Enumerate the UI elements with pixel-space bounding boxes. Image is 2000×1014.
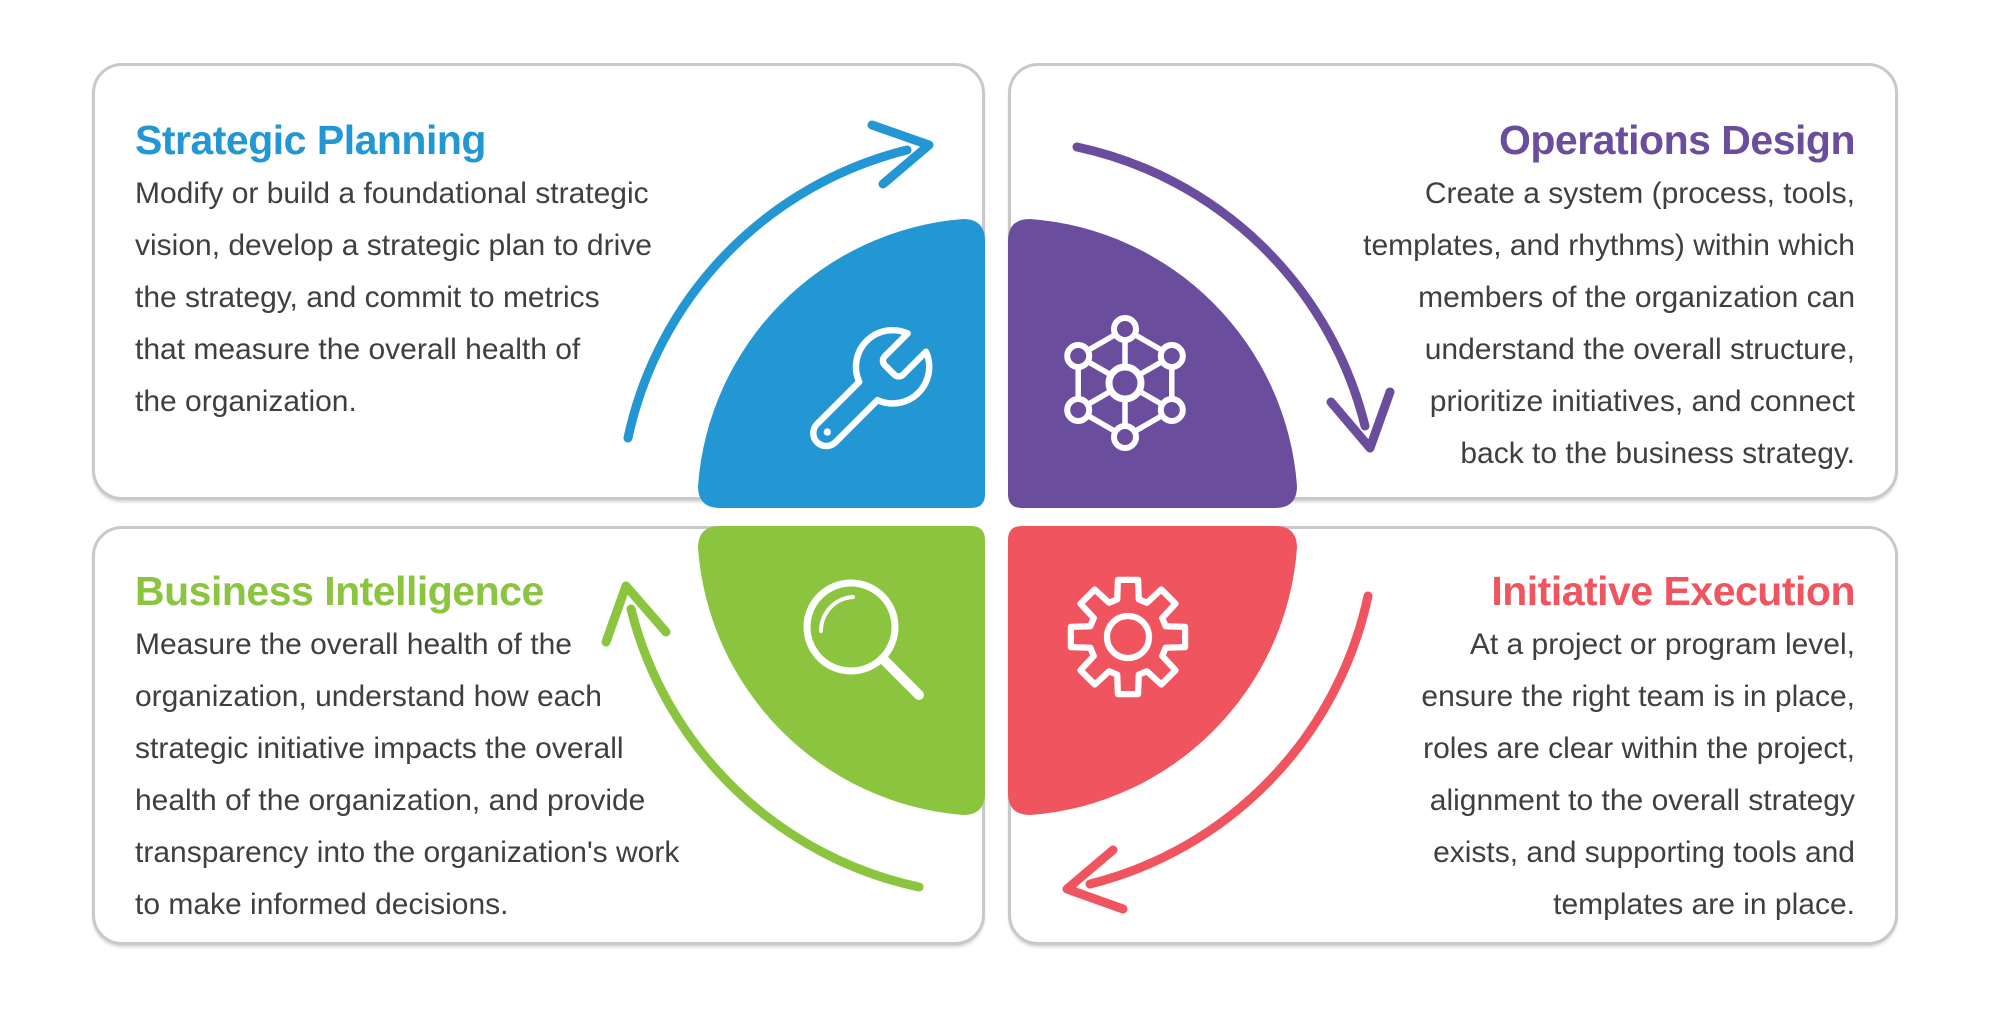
card-content: Strategic Planning Modify or build a fou… — [135, 66, 942, 428]
card-content: Initiative Execution At a project or pro… — [1051, 529, 1855, 931]
card-initiative-execution: Initiative Execution At a project or pro… — [1008, 526, 1898, 945]
operations-design-title: Operations Design — [1498, 117, 1856, 163]
card-content: Business Intelligence Measure the overal… — [135, 529, 942, 931]
initiative-execution-title: Initiative Execution — [1491, 568, 1855, 614]
initiative-execution-description: At a project or program level, ensure th… — [1421, 628, 1855, 922]
strategic-planning-title: Strategic Planning — [135, 117, 486, 163]
card-business-intelligence: Business Intelligence Measure the overal… — [92, 526, 985, 945]
card-content: Operations Design Create a system (proce… — [1051, 66, 1855, 480]
business-intelligence-title: Business Intelligence — [135, 568, 544, 614]
strategic-planning-description: Modify or build a foundational strategic… — [135, 177, 652, 419]
operations-design-description: Create a system (process, tools, templat… — [1363, 177, 1855, 471]
card-operations-design: Operations Design Create a system (proce… — [1008, 63, 1898, 500]
card-strategic-planning: Strategic Planning Modify or build a fou… — [92, 63, 985, 500]
business-intelligence-description: Measure the overall health of the organi… — [135, 628, 680, 922]
